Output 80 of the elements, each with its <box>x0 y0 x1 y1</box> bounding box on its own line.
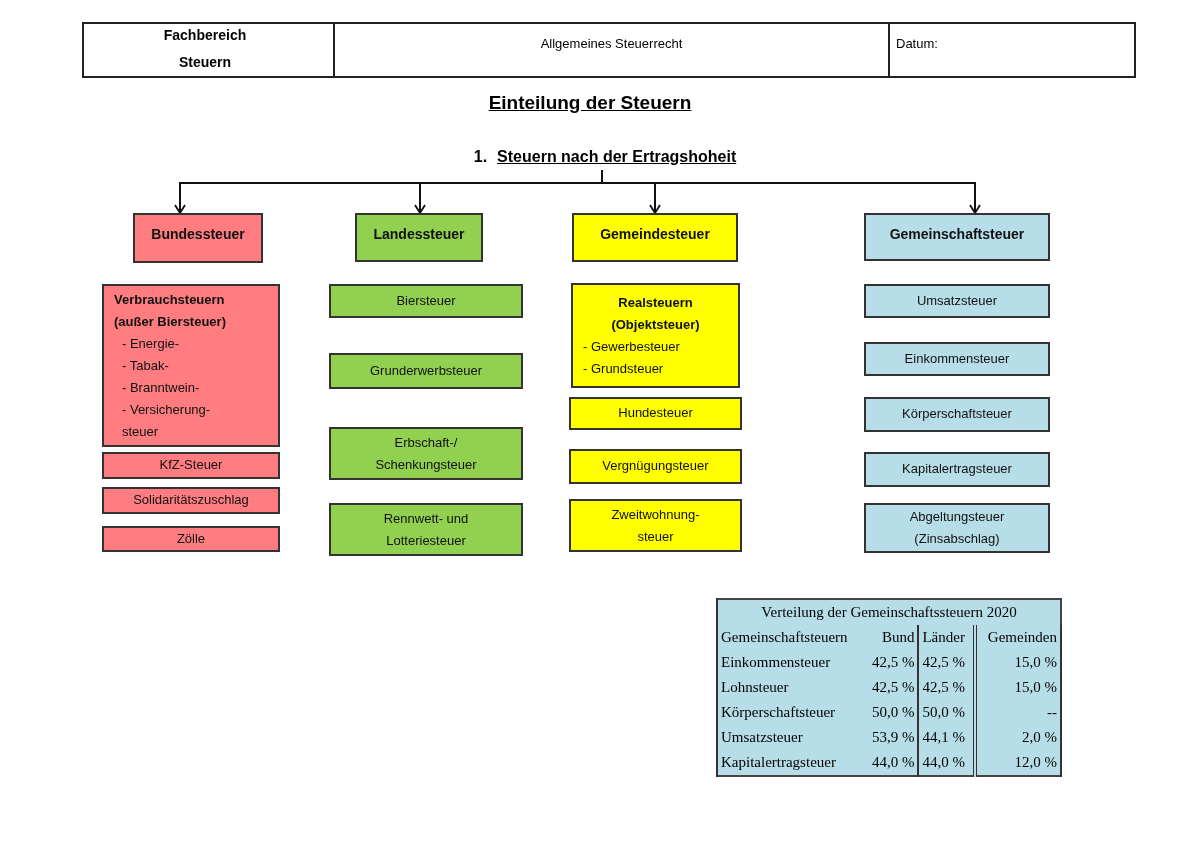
table-cell: 42,5 % <box>863 650 919 675</box>
table-cell: 12,0 % <box>975 750 1061 776</box>
table-cell: 2,0 % <box>975 725 1061 750</box>
list-item: - Gewerbesteuer <box>582 337 680 356</box>
list-item: - Versicherung- steuer <box>121 400 212 441</box>
table-cell: 50,0 % <box>863 700 919 725</box>
section-heading: Steuern nach der Ertragshoheit <box>497 148 737 167</box>
category-box <box>572 213 738 262</box>
box-label: Zweitwohnung- steuer <box>610 505 701 546</box>
box-label: Biersteuer <box>396 292 456 310</box>
tax-box <box>864 503 1050 553</box>
table-cell: 15,0 % <box>975 650 1061 675</box>
header-text: Datum: <box>896 36 939 51</box>
table-cell: 15,0 % <box>975 675 1061 700</box>
box-label: Einkommensteuer <box>904 350 1010 368</box>
box-label: Umsatzsteuer <box>916 292 998 310</box>
box-label: Grunderwerbsteuer <box>370 362 482 380</box>
category-box <box>355 213 483 262</box>
box-label: Vergnügungsteuer <box>602 458 709 475</box>
category-box <box>864 213 1050 261</box>
column-header: Gemeinschaftsteuern <box>717 625 864 650</box>
list-item: - Energie- <box>121 334 180 353</box>
table-cell: 50,0 % <box>918 700 976 725</box>
table-cell: 42,5 % <box>918 675 976 700</box>
tax-box <box>864 284 1050 318</box>
tax-box <box>569 397 742 430</box>
tax-box <box>329 284 523 318</box>
box-label: Rennwett- und Lotteriesteuer <box>382 509 470 550</box>
box-label: Zölle <box>176 530 206 548</box>
table-cell: 44,1 % <box>918 725 976 750</box>
table-cell: Kapitalertragsteuer <box>717 750 864 776</box>
table-cell: 42,5 % <box>863 675 919 700</box>
table-cell: 53,9 % <box>863 725 919 750</box>
box-label: Kapitalertragsteuer <box>902 461 1012 478</box>
header-text: Fachbereich Steuern <box>162 26 248 72</box>
tax-box <box>569 449 742 484</box>
box-label: KfZ-Steuer <box>159 457 223 474</box>
tax-list-box <box>102 284 280 447</box>
tax-box <box>102 487 280 514</box>
table-cell: 44,0 % <box>918 750 976 776</box>
box-label: Solidaritätszuschlag <box>133 492 249 509</box>
tax-box <box>569 499 742 552</box>
tax-box <box>329 427 523 480</box>
table-cell: Körperschaftsteuer <box>717 700 864 725</box>
box-label: Erbschaft-/ Schenkungsteuer <box>374 433 478 474</box>
box-label: Landessteuer <box>373 225 465 244</box>
column-header: Gemeinden <box>975 625 1061 650</box>
table-cell: 44,0 % <box>863 750 919 776</box>
tax-box <box>864 342 1050 376</box>
category-box <box>133 213 263 263</box>
tax-box <box>102 452 280 479</box>
list-item: - Tabak- <box>121 356 169 375</box>
header-text: Allgemeines Steuerrecht <box>539 36 684 51</box>
column-header: Länder <box>918 625 976 650</box>
box-label: Körperschaftsteuer <box>902 406 1012 423</box>
box-label: Abgeltungsteuer (Zinsabschlag) <box>908 508 1006 548</box>
section-number: 1. <box>473 148 488 167</box>
diagram-title: Einteilung der Steuern <box>487 92 693 114</box>
box-heading: Verbrauchsteuern (außer Biersteuer) <box>114 290 227 331</box>
arrow <box>601 169 981 214</box>
tax-box <box>864 452 1050 487</box>
table-cell: Umsatzsteuer <box>717 725 864 750</box>
column-header: Bund <box>863 625 919 650</box>
tax-box <box>864 397 1050 432</box>
box-label: Gemeinschaftsteuer <box>889 225 1025 244</box>
tax-box <box>102 526 280 552</box>
box-heading: Realsteuern (Objektsteuer) <box>610 293 701 334</box>
tax-box <box>329 503 523 556</box>
box-label: Bundessteuer <box>151 225 245 244</box>
tax-box <box>329 353 523 389</box>
list-item: - Grundsteuer <box>582 359 664 378</box>
tax-list-box <box>571 283 740 388</box>
table-cell: Einkommensteuer <box>717 650 864 675</box>
table-cell: Lohnsteuer <box>717 675 864 700</box>
table-title: Verteilung der Gemeinschaftssteuern 2020 <box>717 599 1061 625</box>
list-item: - Branntwein- <box>121 378 200 397</box>
table-cell: 42,5 % <box>918 650 976 675</box>
box-label: Hundesteuer <box>618 405 693 422</box>
box-label: Gemeindesteuer <box>600 225 710 244</box>
table-cell: -- <box>975 700 1061 725</box>
